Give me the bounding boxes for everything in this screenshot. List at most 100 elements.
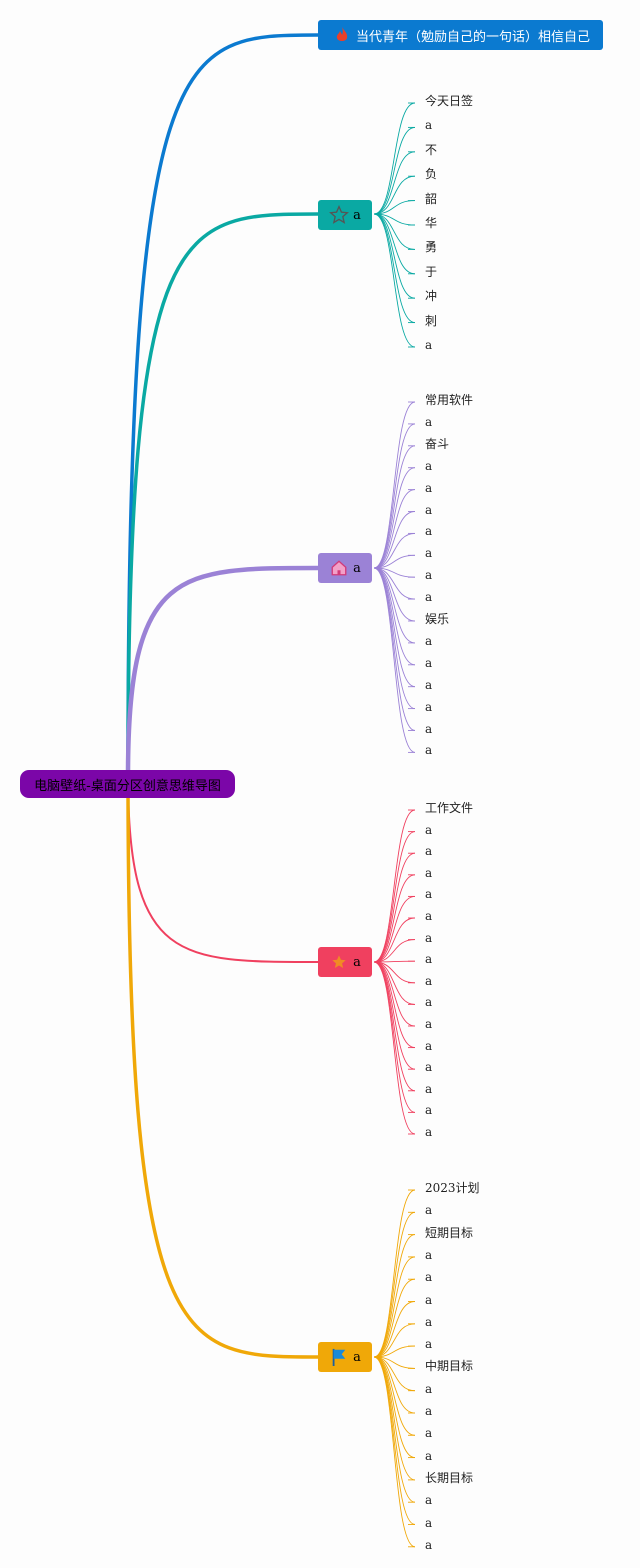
leaf-node[interactable]: a xyxy=(425,338,433,352)
leaf-node[interactable]: a xyxy=(425,1337,433,1352)
branch-connector-1 xyxy=(126,212,319,776)
leaf-node[interactable]: a xyxy=(425,458,433,473)
leaf-node[interactable]: a xyxy=(425,1493,433,1508)
leaf-node[interactable]: a xyxy=(425,1203,433,1218)
leaf-connector xyxy=(373,1301,416,1358)
leaf-node[interactable]: a xyxy=(425,1125,433,1139)
leaf-node[interactable]: a xyxy=(425,721,433,736)
branch-label: 当代青年（勉励自己的一句话）相信自己 xyxy=(356,29,591,45)
leaf-node[interactable]: a xyxy=(425,1060,433,1075)
leaf-node[interactable]: a xyxy=(425,1292,433,1307)
leaf-connector xyxy=(373,1278,416,1358)
leaf-node[interactable]: 于 xyxy=(425,264,438,279)
leaf-node[interactable]: a xyxy=(425,1270,433,1285)
leaf-node[interactable]: a xyxy=(425,1314,433,1329)
root-node[interactable]: 电脑壁纸-桌面分区创意思维导图 xyxy=(20,770,235,798)
leaf-node[interactable]: a xyxy=(425,865,433,880)
leaf-node[interactable]: 工作文件 xyxy=(425,801,474,815)
branch-node-2[interactable]: a xyxy=(318,553,372,583)
leaf-node[interactable]: a xyxy=(425,546,433,561)
leaf-node[interactable]: 2023计划 xyxy=(425,1181,480,1195)
branch-node-1[interactable]: a xyxy=(318,200,372,230)
leaf-node[interactable]: 华 xyxy=(425,216,438,230)
leaf-connector xyxy=(373,1356,416,1414)
home-icon xyxy=(329,558,349,578)
leaf-connector xyxy=(373,151,416,215)
leaf-connector xyxy=(373,1256,416,1358)
leaf-node[interactable]: a xyxy=(425,414,433,429)
leaf-node[interactable]: a xyxy=(425,1103,433,1118)
leaf-node[interactable]: a xyxy=(425,1537,433,1552)
branch-connector-0 xyxy=(126,33,319,776)
leaf-connector xyxy=(373,1356,416,1525)
leaf-connector xyxy=(373,961,416,1005)
branch-label: a xyxy=(353,560,361,576)
branch-label: a xyxy=(353,954,361,970)
leaf-node[interactable]: 负 xyxy=(425,167,438,182)
leaf-node[interactable]: a xyxy=(425,655,433,670)
leaf-node[interactable]: 刺 xyxy=(425,313,438,328)
leaf-node[interactable]: 今天日签 xyxy=(425,94,474,108)
leaf-node[interactable]: 勇 xyxy=(425,240,438,255)
leaf-connector xyxy=(373,126,416,215)
leaf-connector xyxy=(373,401,416,569)
leaf-node[interactable]: a xyxy=(425,699,433,714)
leaf-node[interactable]: a xyxy=(425,1247,433,1262)
leaf-node[interactable]: a xyxy=(425,909,433,923)
leaf-node[interactable]: a xyxy=(425,590,433,605)
leaf-connector xyxy=(373,1211,416,1358)
leaf-node[interactable]: a xyxy=(425,502,433,517)
leaf-node[interactable]: a xyxy=(425,1038,433,1053)
leaf-node[interactable]: a xyxy=(425,1404,433,1418)
leaf-connector xyxy=(373,1356,416,1503)
leaf-connector xyxy=(373,917,416,963)
leaf-connector xyxy=(373,567,416,622)
leaf-node[interactable]: 冲 xyxy=(425,289,438,304)
leaf-connector xyxy=(373,567,416,731)
leaf-node[interactable]: a xyxy=(425,1081,433,1096)
branch-connector-4 xyxy=(126,774,319,1359)
flag-icon xyxy=(329,1347,349,1367)
leaf-node[interactable]: a xyxy=(425,973,433,988)
leaf-connector xyxy=(373,489,416,569)
leaf-connector xyxy=(373,213,416,275)
leaf-connector xyxy=(373,1356,416,1548)
branch-node-3[interactable]: a xyxy=(318,947,372,977)
leaf-node[interactable]: a xyxy=(425,952,433,967)
leaf-connector xyxy=(373,567,416,710)
leaf-connector xyxy=(373,175,416,215)
leaf-node[interactable]: 韶 xyxy=(425,191,438,206)
leaf-connector xyxy=(373,852,416,963)
leaf-node[interactable]: a xyxy=(425,1017,433,1031)
leaf-connector xyxy=(373,809,416,963)
leaf-node[interactable]: a xyxy=(425,1426,433,1441)
leaf-node[interactable]: a xyxy=(425,1381,433,1396)
leaf-node[interactable]: a xyxy=(425,1515,433,1530)
leaf-node[interactable]: a xyxy=(425,480,433,495)
leaf-node[interactable]: a xyxy=(425,677,433,692)
leaf-node[interactable]: a xyxy=(425,930,433,945)
leaf-node[interactable]: 短期目标 xyxy=(425,1225,474,1240)
leaf-node[interactable]: a xyxy=(425,887,433,902)
leaf-node[interactable]: 奋斗 xyxy=(425,436,450,451)
leaf-node[interactable]: a xyxy=(425,844,433,859)
leaf-node[interactable]: a xyxy=(425,1448,433,1463)
leaf-node[interactable]: a xyxy=(425,524,433,539)
branch-node-4[interactable]: a xyxy=(318,1342,372,1372)
branch-node-0[interactable]: 当代青年（勉励自己的一句话）相信自己 xyxy=(318,20,603,50)
leaf-node[interactable]: a xyxy=(425,118,433,133)
leaf-node[interactable]: 不 xyxy=(425,142,438,157)
leaf-connector xyxy=(373,874,416,963)
leaf-connector xyxy=(373,831,416,963)
leaf-node[interactable]: 娱乐 xyxy=(425,612,450,626)
leaf-node[interactable]: a xyxy=(425,995,433,1010)
leaf-node[interactable]: 长期目标 xyxy=(425,1470,474,1485)
leaf-node[interactable]: 中期目标 xyxy=(425,1359,474,1374)
leaf-connector xyxy=(373,467,416,569)
leaf-node[interactable]: a xyxy=(425,633,433,648)
leaf-node[interactable]: a xyxy=(425,568,433,583)
leaf-node[interactable]: a xyxy=(425,822,433,837)
leaf-node[interactable]: 常用软件 xyxy=(425,393,474,407)
leaf-connector xyxy=(373,961,416,1135)
leaf-node[interactable]: a xyxy=(425,743,433,758)
